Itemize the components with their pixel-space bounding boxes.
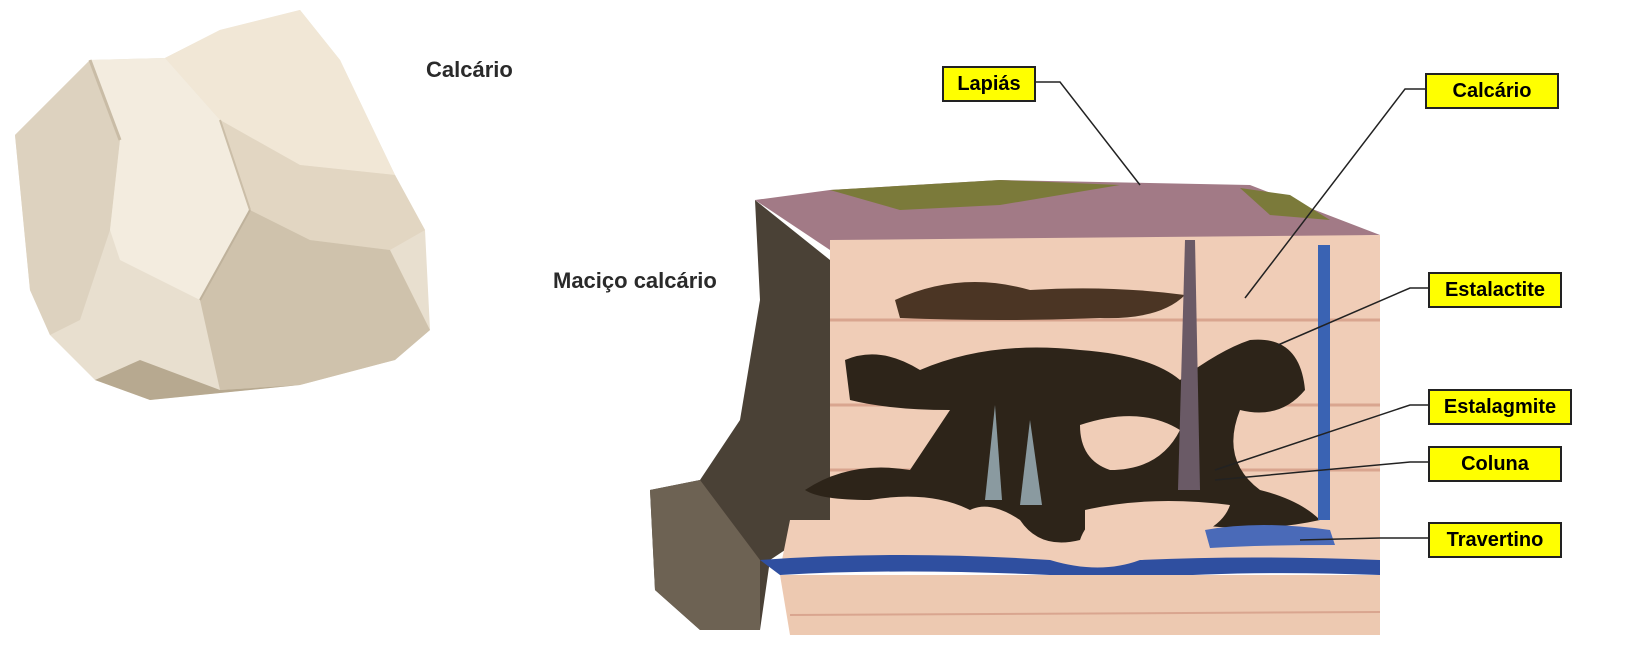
massif-label: Maciço calcário [553,268,717,294]
callout-coluna: Coluna [1428,446,1562,482]
callout-calcario: Calcário [1425,73,1559,109]
callout-estalactite: Estalactite [1428,272,1562,308]
callout-estalagmite: Estalagmite [1428,389,1572,425]
callout-travertino: Travertino [1428,522,1562,558]
callout-lapias: Lapiás [942,66,1036,102]
